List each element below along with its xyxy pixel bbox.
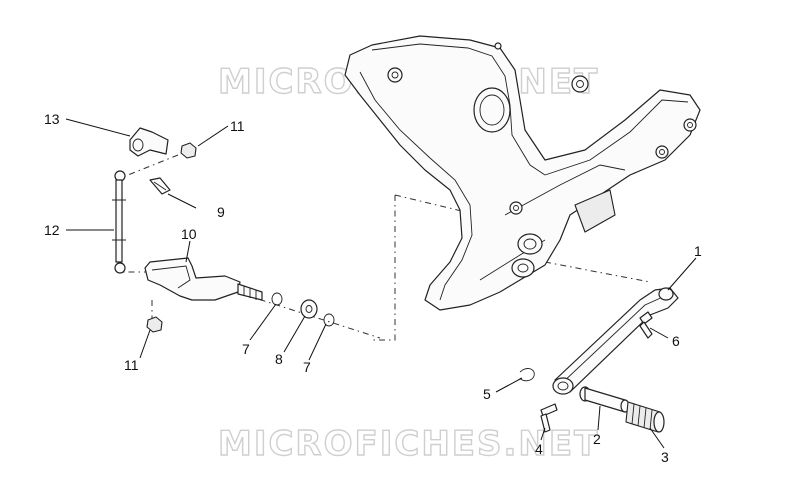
callout-13: 13 xyxy=(44,111,60,127)
callout-11-lower: 11 xyxy=(124,357,139,373)
callout-labels: 1 2 3 4 5 6 7 7 8 9 10 11 11 12 13 xyxy=(44,111,702,465)
footpeg-rubber xyxy=(625,401,665,433)
pivot-pin xyxy=(579,386,630,413)
callout-5: 5 xyxy=(483,386,491,402)
circlip-7-left xyxy=(271,292,283,306)
shift-arm xyxy=(129,127,169,157)
screw-4 xyxy=(540,403,558,433)
callout-3: 3 xyxy=(661,449,669,465)
circlip-5 xyxy=(519,368,535,382)
nut-11-lower xyxy=(146,316,163,333)
callout-2: 2 xyxy=(593,431,601,447)
callout-7-left: 7 xyxy=(242,341,250,357)
washer-8 xyxy=(300,299,318,319)
callout-11-upper: 11 xyxy=(230,118,245,134)
callout-8: 8 xyxy=(275,351,283,367)
linkage-rod xyxy=(112,170,126,274)
nut-11-upper xyxy=(180,142,197,159)
assembly-axis-lines xyxy=(120,154,651,341)
leader-lines xyxy=(65,118,697,449)
watermark-bottom: MICROFICHES.NET xyxy=(218,424,599,464)
gearshift-lever xyxy=(144,257,263,301)
circlip-7-right xyxy=(323,313,335,327)
callout-7-right: 7 xyxy=(303,359,311,375)
screw-9 xyxy=(149,177,171,195)
callout-1: 1 xyxy=(694,243,702,259)
callout-12: 12 xyxy=(44,222,60,238)
callout-6: 6 xyxy=(672,333,680,349)
callout-10: 10 xyxy=(181,226,197,242)
brake-pedal xyxy=(552,287,679,395)
footpeg-bracket-plate xyxy=(344,35,701,311)
callout-4: 4 xyxy=(535,441,543,457)
screw-6 xyxy=(639,311,653,339)
callout-9: 9 xyxy=(217,204,225,220)
